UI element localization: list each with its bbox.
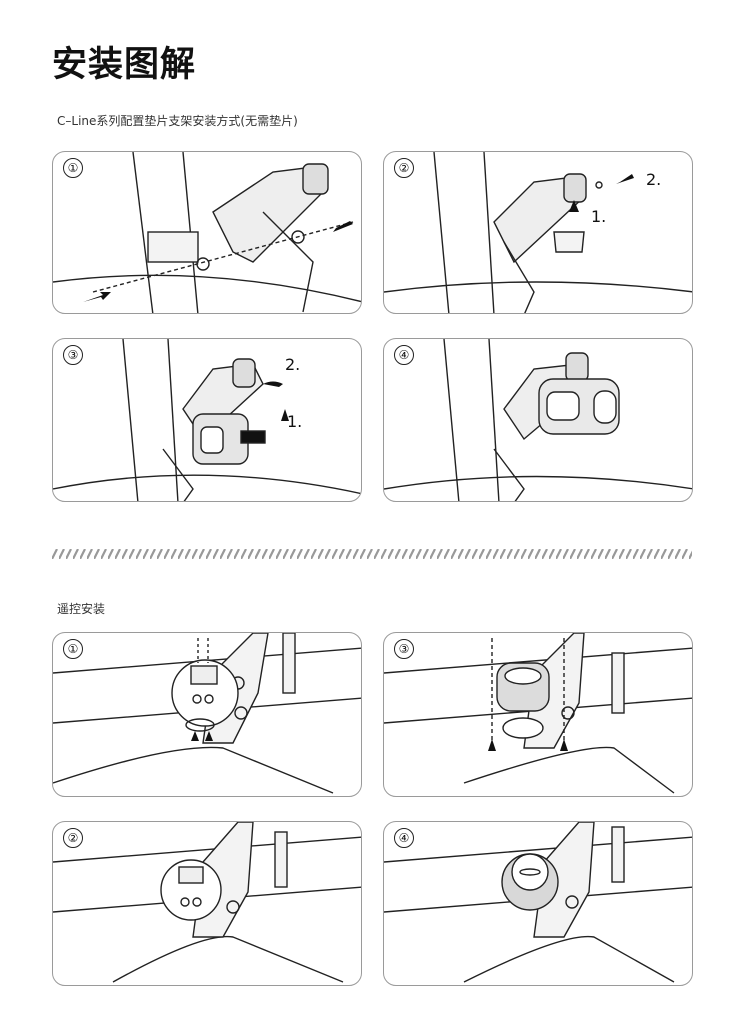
step-label: 2. — [646, 170, 662, 189]
remote-icon — [496, 662, 550, 739]
arrow-icon — [488, 739, 568, 751]
arrow-icon — [263, 381, 289, 421]
step-number: ② — [394, 158, 414, 178]
handlebar-illustration — [384, 822, 692, 983]
arrow-icon — [191, 731, 213, 741]
step-panel-1: ① — [52, 151, 362, 314]
section1-subtitle: C–Line系列配置垫片支架安装方式(无需垫片) — [57, 114, 298, 128]
remote-step-panel-4: ④ — [383, 821, 693, 986]
light-device-icon — [192, 413, 266, 465]
light-device-icon — [538, 378, 620, 435]
step-label: 1. — [287, 412, 303, 431]
bike-light-illustration — [53, 339, 361, 501]
handlebar-illustration — [53, 633, 361, 794]
step-number: ① — [63, 639, 83, 659]
step-number: ③ — [394, 639, 414, 659]
step-panel-2: ② 2. 1. — [383, 151, 693, 314]
hatched-divider — [52, 549, 692, 559]
remote-icon — [501, 853, 559, 911]
remote-step-panel-2: ② — [52, 821, 362, 986]
step-number: ③ — [63, 345, 83, 365]
remote-step-panel-1: ① — [52, 632, 362, 797]
bike-mount-illustration — [53, 152, 361, 313]
bike-light-illustration — [384, 339, 692, 501]
page-title: 安装图解 — [52, 45, 197, 85]
arrow-icon — [83, 221, 353, 302]
step-number: ④ — [394, 828, 414, 848]
step-number: ④ — [394, 345, 414, 365]
handlebar-illustration — [53, 822, 361, 983]
handlebar-illustration — [384, 633, 692, 794]
step-panel-4: ④ — [383, 338, 693, 502]
arrow-icon — [569, 174, 634, 212]
section2-title: 遥控安装 — [57, 602, 106, 616]
step-number: ② — [63, 828, 83, 848]
step-number: ① — [63, 158, 83, 178]
bike-mount-illustration — [384, 152, 692, 313]
step-panel-3: ③ 2. 1. — [52, 338, 362, 502]
step-label: 1. — [591, 207, 607, 226]
step-label: 2. — [285, 355, 301, 374]
remote-step-panel-3: ③ — [383, 632, 693, 797]
